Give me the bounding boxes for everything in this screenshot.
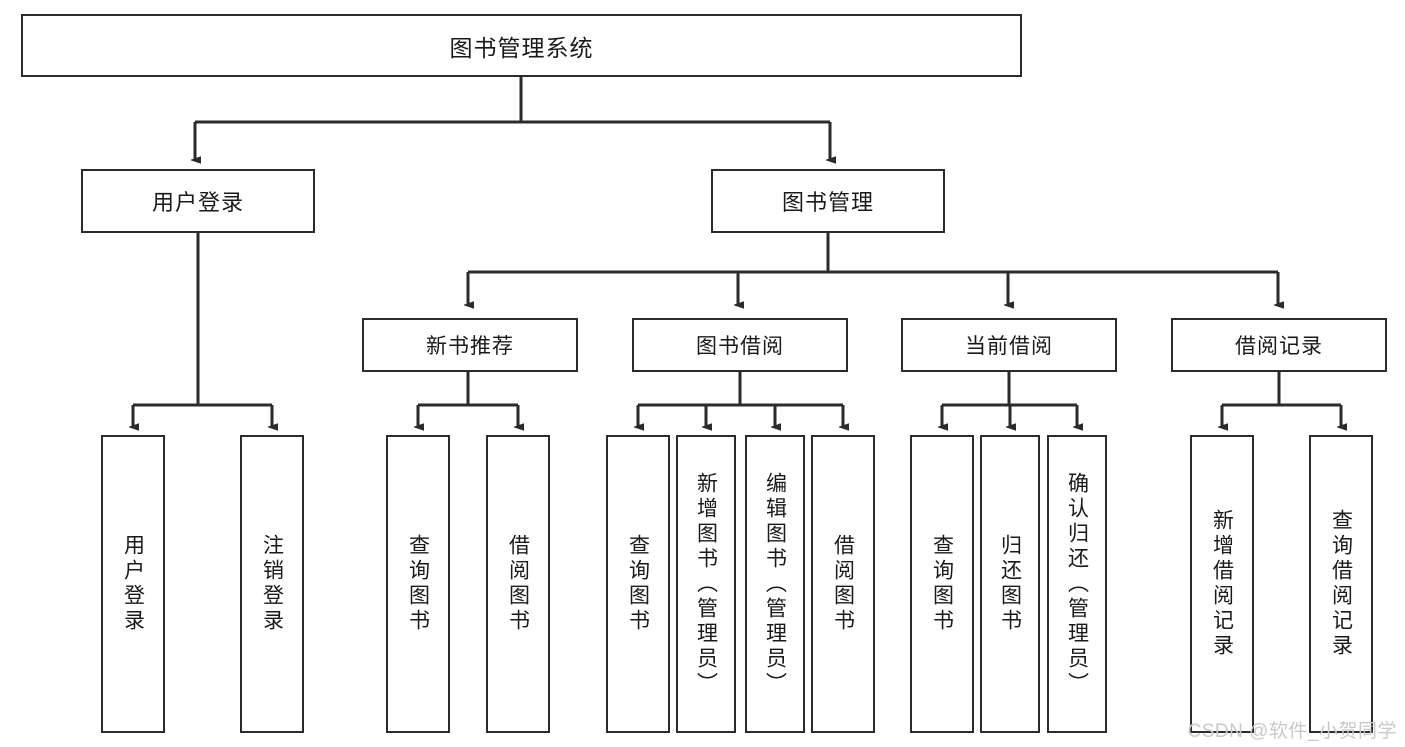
leaf-query-borrow-record[interactable]: 查询借阅记录 [1309,435,1373,733]
node-current-borrow-label: 当前借阅 [965,335,1053,358]
leaf-query-book-3[interactable]: 查询图书 [910,435,974,733]
leaf-add-borrow-record[interactable]: 新增借阅记录 [1190,435,1254,733]
leaf-borrow-book-1-label: 借阅图书 [506,534,530,634]
leaf-query-book-1-label: 查询图书 [406,534,430,634]
node-user-login[interactable]: 用户登录 [81,169,315,233]
leaf-query-book-3-label: 查询图书 [930,534,954,634]
node-book-manage-label: 图书管理 [781,190,874,215]
node-book-borrow-label: 图书借阅 [696,335,784,358]
node-book-borrow[interactable]: 图书借阅 [632,318,848,372]
node-user-login-label: 用户登录 [151,190,244,215]
leaf-borrow-book-2[interactable]: 借阅图书 [811,435,875,733]
leaf-logout-login[interactable]: 注销登录 [240,435,304,733]
leaf-logout-login-label: 注销登录 [260,534,284,634]
leaf-confirm-return[interactable]: 确认归还（管理员） [1047,435,1107,733]
leaf-edit-book-label: 编辑图书（管理员） [763,471,787,697]
leaf-return-book[interactable]: 归还图书 [980,435,1040,733]
leaf-user-login[interactable]: 用户登录 [101,435,165,733]
leaf-confirm-return-label: 确认归还（管理员） [1065,471,1089,697]
leaf-query-book-2-label: 查询图书 [626,534,650,634]
node-new-book-recommend[interactable]: 新书推荐 [362,318,578,372]
csdn-watermark: CSDN @软件_小贺同学 [1187,721,1397,742]
leaf-query-book-1[interactable]: 查询图书 [386,435,450,733]
node-book-manage[interactable]: 图书管理 [711,169,945,233]
leaf-query-borrow-record-label: 查询借阅记录 [1329,509,1353,659]
node-borrow-record-label: 借阅记录 [1235,335,1323,358]
leaf-borrow-book-1[interactable]: 借阅图书 [486,435,550,733]
leaf-return-book-label: 归还图书 [998,534,1022,634]
leaf-user-login-label: 用户登录 [121,534,145,634]
leaf-edit-book[interactable]: 编辑图书（管理员） [745,435,805,733]
node-current-borrow[interactable]: 当前借阅 [901,318,1117,372]
leaf-borrow-book-2-label: 借阅图书 [831,534,855,634]
node-root-label: 图书管理系统 [449,34,594,61]
node-root[interactable]: 图书管理系统 [21,14,1022,77]
leaf-add-book-label: 新增图书（管理员） [694,471,718,697]
leaf-add-book[interactable]: 新增图书（管理员） [676,435,736,733]
leaf-query-book-2[interactable]: 查询图书 [606,435,670,733]
node-borrow-record[interactable]: 借阅记录 [1171,318,1387,372]
node-new-book-recommend-label: 新书推荐 [426,335,514,358]
leaf-add-borrow-record-label: 新增借阅记录 [1210,509,1234,659]
